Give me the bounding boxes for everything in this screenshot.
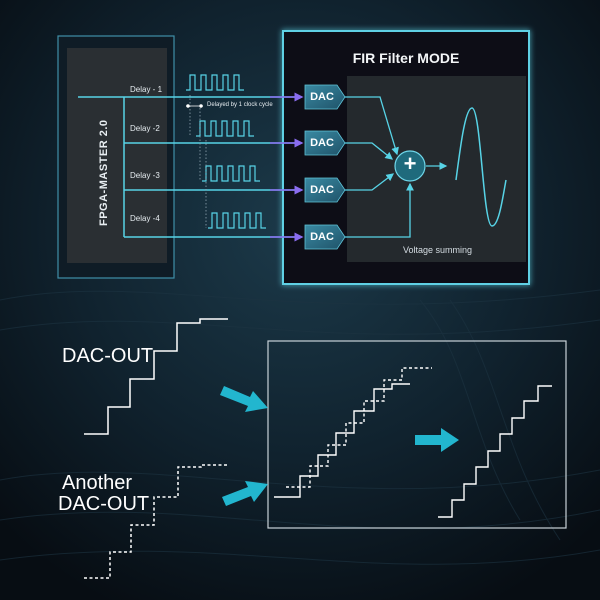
pulse-trains — [186, 74, 266, 229]
delay-label-3: Delay -3 — [130, 171, 160, 180]
delay-label-2: Delay -2 — [130, 124, 160, 133]
another-dac-out-label: DAC-OUT — [58, 493, 150, 515]
delay-note: Delayed by 1 clock cycle — [207, 102, 273, 108]
combined-solid-staircase — [274, 383, 410, 498]
arrow-to-box-top — [220, 386, 268, 412]
another-label: Another — [62, 472, 133, 494]
summed-staircase — [438, 385, 552, 518]
dac-label-1: DAC — [310, 91, 334, 103]
dac-label-3: DAC — [310, 184, 334, 196]
dac-block-4 — [304, 224, 346, 250]
dac-out-staircase — [84, 318, 228, 435]
arrow-to-box-bottom — [222, 481, 268, 506]
dac-block-1 — [304, 84, 346, 110]
dac-label-4: DAC — [310, 231, 334, 243]
pulse-train-1 — [186, 74, 244, 91]
fir-title: FIR Filter MODE — [352, 50, 460, 66]
dac-input-arrows — [270, 92, 304, 242]
fpga-inner — [67, 48, 167, 263]
alignment-guides — [189, 95, 207, 228]
delay-label-1: Delay - 1 — [130, 85, 163, 94]
background-contours — [0, 289, 600, 565]
output-sine-wave — [455, 107, 507, 227]
summing-inputs — [345, 96, 448, 238]
dac-out-label: DAC-OUT — [62, 345, 154, 367]
another-dac-out-staircase — [84, 464, 228, 579]
plus-sign: + — [403, 151, 417, 176]
pulse-train-2 — [196, 120, 254, 137]
pulse-train-4 — [208, 212, 266, 229]
fpga-label: FPGA-MASTER 2.0 — [98, 119, 110, 226]
voltage-summing-label: Voltage summing — [402, 245, 473, 255]
delay-note-arrow — [186, 104, 203, 108]
pulse-train-3 — [202, 165, 260, 182]
fir-inner — [347, 76, 526, 262]
combined-output-box — [267, 340, 567, 529]
summing-node — [394, 150, 426, 182]
combined-dashed-staircase — [286, 367, 432, 488]
dac-label-2: DAC — [310, 137, 334, 149]
dac-block-2 — [304, 130, 346, 156]
dac-blocks — [304, 84, 346, 250]
dac-block-3 — [304, 177, 346, 203]
arrow-to-sum — [415, 428, 459, 452]
delay-label-4: Delay -4 — [130, 214, 160, 223]
